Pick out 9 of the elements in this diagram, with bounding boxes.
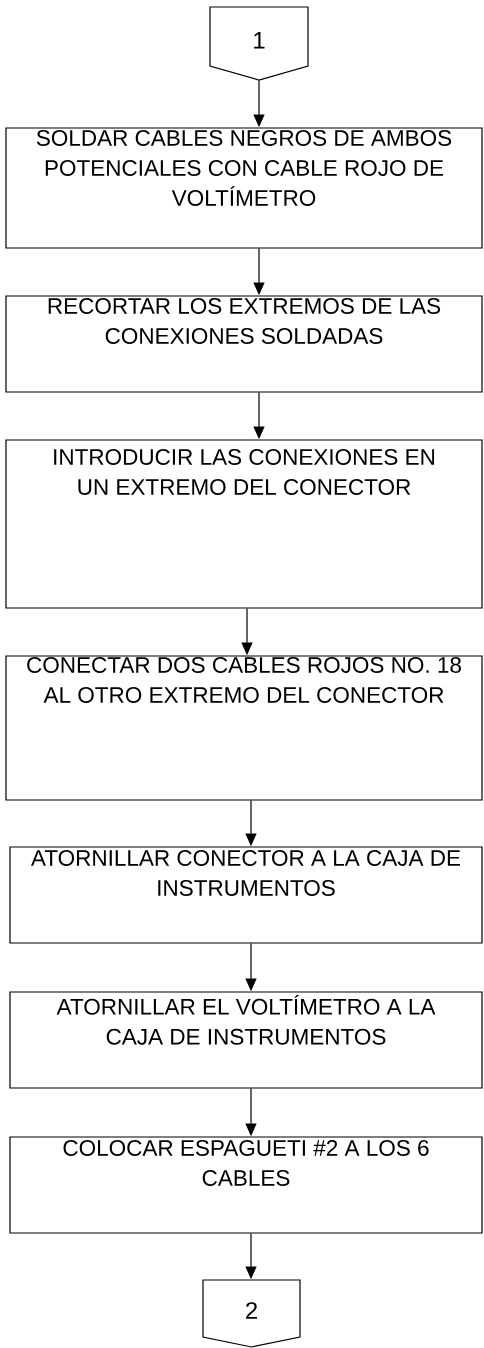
offpage-connector: 1 <box>209 6 309 81</box>
process-box: ATORNILLAR CONECTOR A LA CAJA DE INSTRUMENTOS <box>9 846 483 944</box>
process-box: ATORNILLAR EL VOLTÍMETRO A LA CAJA DE INSTRUMENTOS <box>9 991 483 1089</box>
process-box: INTRODUCIR LAS CONEXIONES EN UN EXTREMO DEL CONECTOR <box>5 439 483 609</box>
offpage-connector: 2 <box>202 1279 301 1348</box>
process-box: SOLDAR CABLES NEGROS DE AMBOS POTENCIALES CON CABLE ROJO DE VOLTÍMETRO <box>5 127 483 249</box>
process-box: RECORTAR LOS EXTREMOS DE LAS CONEXIONES SOLDADAS <box>5 295 483 393</box>
process-box: CONECTAR DOS CABLES ROJOS NO. 18 AL OTRO EXTREMO DEL CONECTOR <box>5 655 483 801</box>
process-box: COLOCAR ESPAGUETI #2 A LOS 6 CABLES <box>9 1136 483 1234</box>
